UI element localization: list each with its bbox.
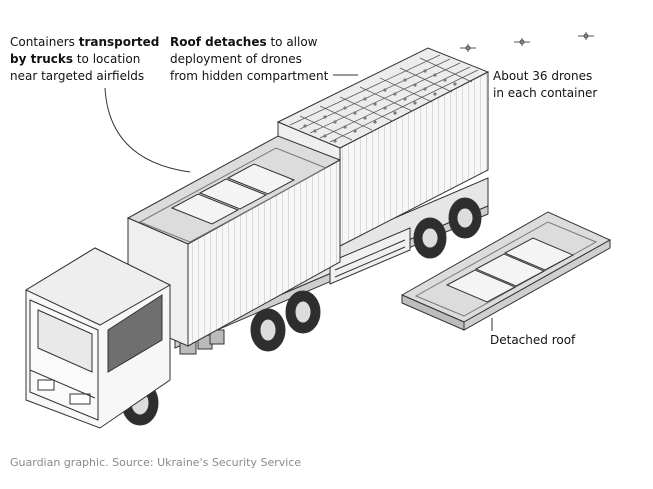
- source-caption: Guardian graphic. Source: Ukraine's Secu…: [10, 456, 302, 469]
- truck-cab: [24, 247, 172, 429]
- annotation-drones-line2: in each container: [493, 86, 598, 100]
- annotation-detached-roof: Detached roof: [490, 332, 575, 349]
- leader-line-trucks: [104, 87, 191, 173]
- truck-wheels: [121, 197, 482, 426]
- annotation-trucks-line2-plain: to location: [73, 52, 141, 66]
- annotation-roof-line3: from hidden compartment: [170, 69, 329, 83]
- annotation-detached-roof-label: Detached roof: [490, 333, 576, 347]
- annotation-roof: Roof detaches to allow deployment of dro…: [170, 34, 328, 85]
- annotation-drones-line1: About 36 drones: [493, 69, 593, 83]
- annotation-trucks: Containers transported by trucks to loca…: [10, 34, 159, 85]
- detached-roof: [400, 211, 612, 331]
- drone-icon: [460, 32, 594, 52]
- drone-grid: [289, 54, 479, 143]
- annotation-roof-line1-bold: Roof detaches: [170, 35, 267, 49]
- annotation-drones: About 36 drones in each container: [493, 68, 597, 102]
- annotation-trucks-line2-bold: by trucks: [10, 52, 74, 66]
- annotation-trucks-line3: near targeted airfields: [10, 69, 145, 83]
- annotation-trucks-line1-bold: transported: [78, 35, 160, 49]
- annotation-roof-line1-plain: to allow: [266, 35, 318, 49]
- annotation-roof-line2: deployment of drones: [170, 52, 302, 66]
- annotation-trucks-line1-plain: Containers: [10, 35, 79, 49]
